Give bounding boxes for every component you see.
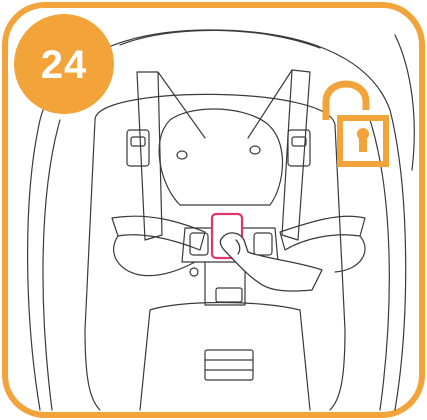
step-number-badge: 24 [14,14,114,114]
step-number: 24 [41,45,88,85]
unlocked-padlock-icon [318,80,390,168]
